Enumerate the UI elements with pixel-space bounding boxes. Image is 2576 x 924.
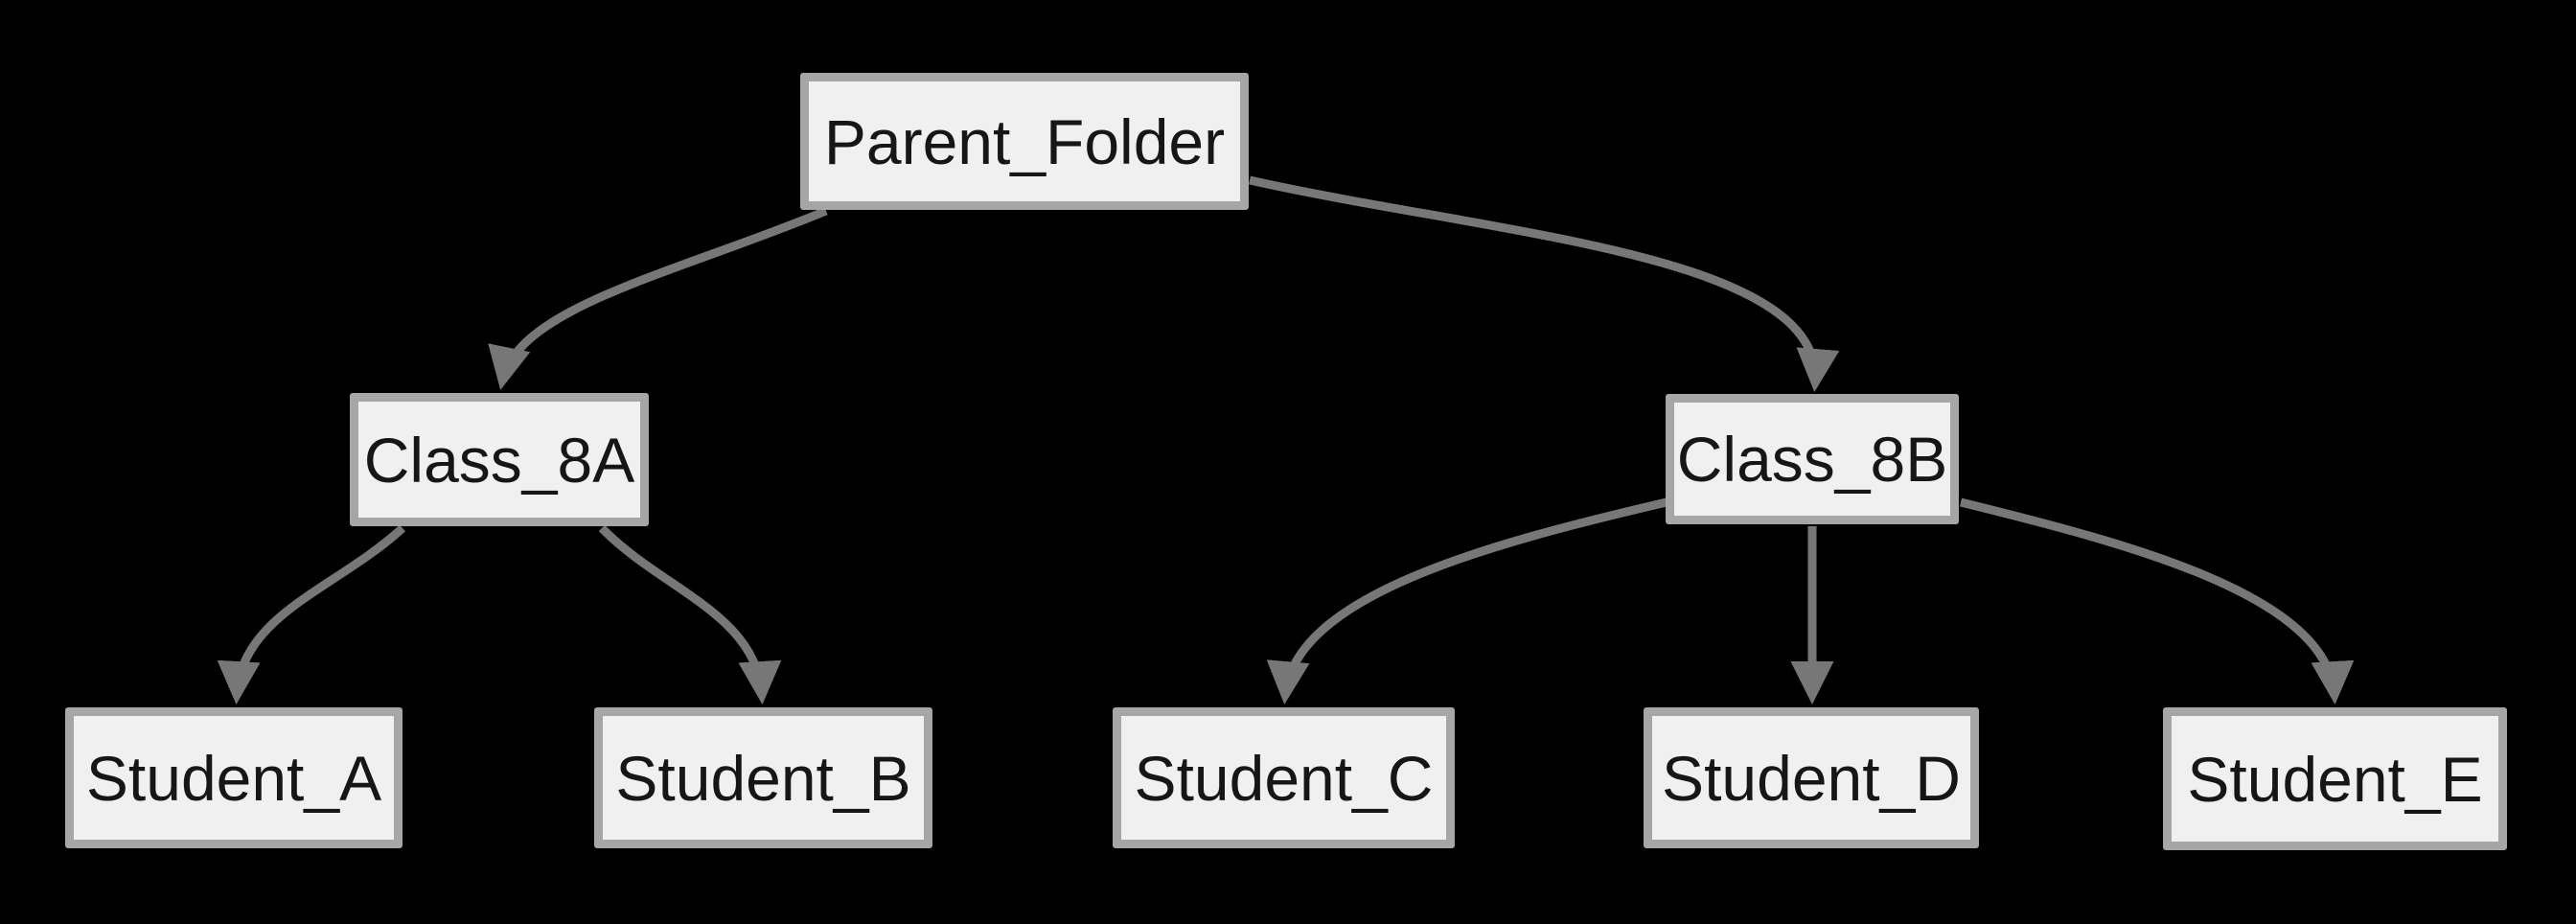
node-label: Student_B xyxy=(615,742,911,814)
node-student-c: Student_C xyxy=(1113,707,1455,848)
node-label: Student_E xyxy=(2187,743,2483,815)
node-label: Class_8A xyxy=(363,424,635,496)
node-class-8b: Class_8B xyxy=(1666,394,1959,524)
node-label: Student_D xyxy=(1662,742,1961,814)
node-student-d: Student_D xyxy=(1644,707,1979,848)
node-student-a: Student_A xyxy=(65,707,402,848)
edge-class-8a-to-student-a xyxy=(217,524,406,705)
node-student-e: Student_E xyxy=(2163,707,2507,850)
edge-class-8b-to-student-c xyxy=(1266,497,1668,705)
edge-parent-folder-to-class-8b xyxy=(1249,175,1840,392)
node-label: Student_C xyxy=(1134,742,1434,814)
node-label: Parent_Folder xyxy=(823,105,1226,177)
node-label: Class_8B xyxy=(1676,424,1948,495)
edge-parent-folder-to-class-8a xyxy=(488,206,828,390)
node-label: Student_A xyxy=(85,742,382,814)
node-student-b: Student_B xyxy=(594,707,932,848)
edge-class-8a-to-student-b xyxy=(598,524,782,705)
node-parent-folder: Parent_Folder xyxy=(800,73,1249,210)
edge-class-8b-to-student-e xyxy=(1959,497,2355,705)
node-class-8a: Class_8A xyxy=(350,393,649,526)
